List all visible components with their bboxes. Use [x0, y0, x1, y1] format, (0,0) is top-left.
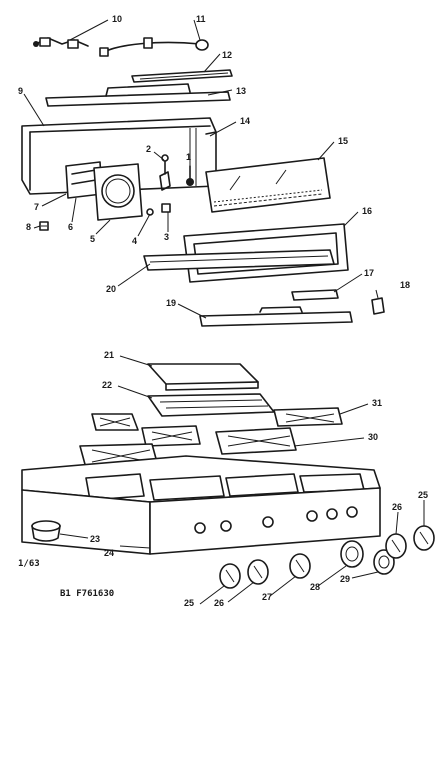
callout-8: 8 [26, 222, 31, 232]
part-reference: B1 F761630 [60, 589, 114, 599]
part-cooktop-body [21, 455, 381, 555]
part-control-panel [205, 157, 331, 213]
knob-27 [289, 553, 311, 579]
callout-20: 20 [106, 284, 116, 294]
part-power-cord [99, 37, 209, 57]
control-holes [194, 506, 358, 534]
part-knobs [219, 525, 435, 589]
callout-14: 14 [240, 116, 250, 126]
part-grate-row-upper [91, 407, 343, 447]
part-bracket [371, 297, 385, 315]
callout-13: 13 [236, 86, 246, 96]
part-griddle-grate [147, 393, 275, 417]
callout-24: 24 [104, 548, 114, 558]
callout-10: 10 [112, 14, 122, 24]
callout-9: 9 [18, 86, 23, 96]
callout-6: 6 [68, 222, 73, 232]
part-bulb [186, 165, 194, 186]
callout-30: 30 [368, 432, 378, 442]
callout-17: 17 [364, 268, 374, 278]
part-griddle-plate [147, 363, 259, 391]
callout-18: 18 [400, 280, 410, 290]
callout-26-right: 26 [392, 502, 402, 512]
callout-25-right: 25 [418, 490, 428, 500]
callout-22: 22 [102, 380, 112, 390]
callout-31: 31 [372, 398, 382, 408]
knob-25-right [413, 525, 435, 551]
knob-25-left [219, 563, 241, 589]
callout-2: 2 [146, 144, 151, 154]
callout-1: 1 [186, 152, 191, 162]
part-lower-trim [199, 306, 353, 327]
knob-29 [373, 549, 395, 575]
knob-26-left [247, 559, 269, 585]
callout-11: 11 [196, 14, 206, 24]
part-timer-housing [65, 161, 103, 199]
callout-12: 12 [222, 50, 232, 60]
callout-5: 5 [90, 234, 95, 244]
callout-16: 16 [362, 206, 372, 216]
callout-23: 23 [90, 534, 100, 544]
callout-21: 21 [104, 350, 114, 360]
callout-28: 28 [310, 582, 320, 592]
callout-4: 4 [132, 236, 137, 246]
callout-29: 29 [340, 574, 350, 584]
knob-28 [340, 540, 364, 568]
callout-3: 3 [164, 232, 169, 242]
callout-25-left: 25 [184, 598, 194, 608]
date-code: 1/63 [18, 559, 40, 569]
callout-7: 7 [34, 202, 39, 212]
callout-27: 27 [262, 592, 272, 602]
callout-19: 19 [166, 298, 176, 308]
part-clip [39, 221, 49, 231]
part-glass-panel [143, 249, 335, 271]
part-back-trim [45, 83, 231, 107]
part-handle [291, 289, 339, 301]
part-wire-harness [33, 37, 89, 49]
callout-15: 15 [338, 136, 348, 146]
part-clock-face [93, 163, 143, 221]
part-cup [31, 520, 61, 542]
callout-labels: 10 11 12 13 9 14 15 2 1 7 6 5 4 3 8 16 2… [18, 14, 428, 608]
leader-lines [23, 19, 425, 605]
knob-26-right [385, 533, 407, 559]
callout-26-left: 26 [214, 598, 224, 608]
part-switch-small [146, 154, 171, 216]
part-tube-rod [131, 69, 233, 83]
